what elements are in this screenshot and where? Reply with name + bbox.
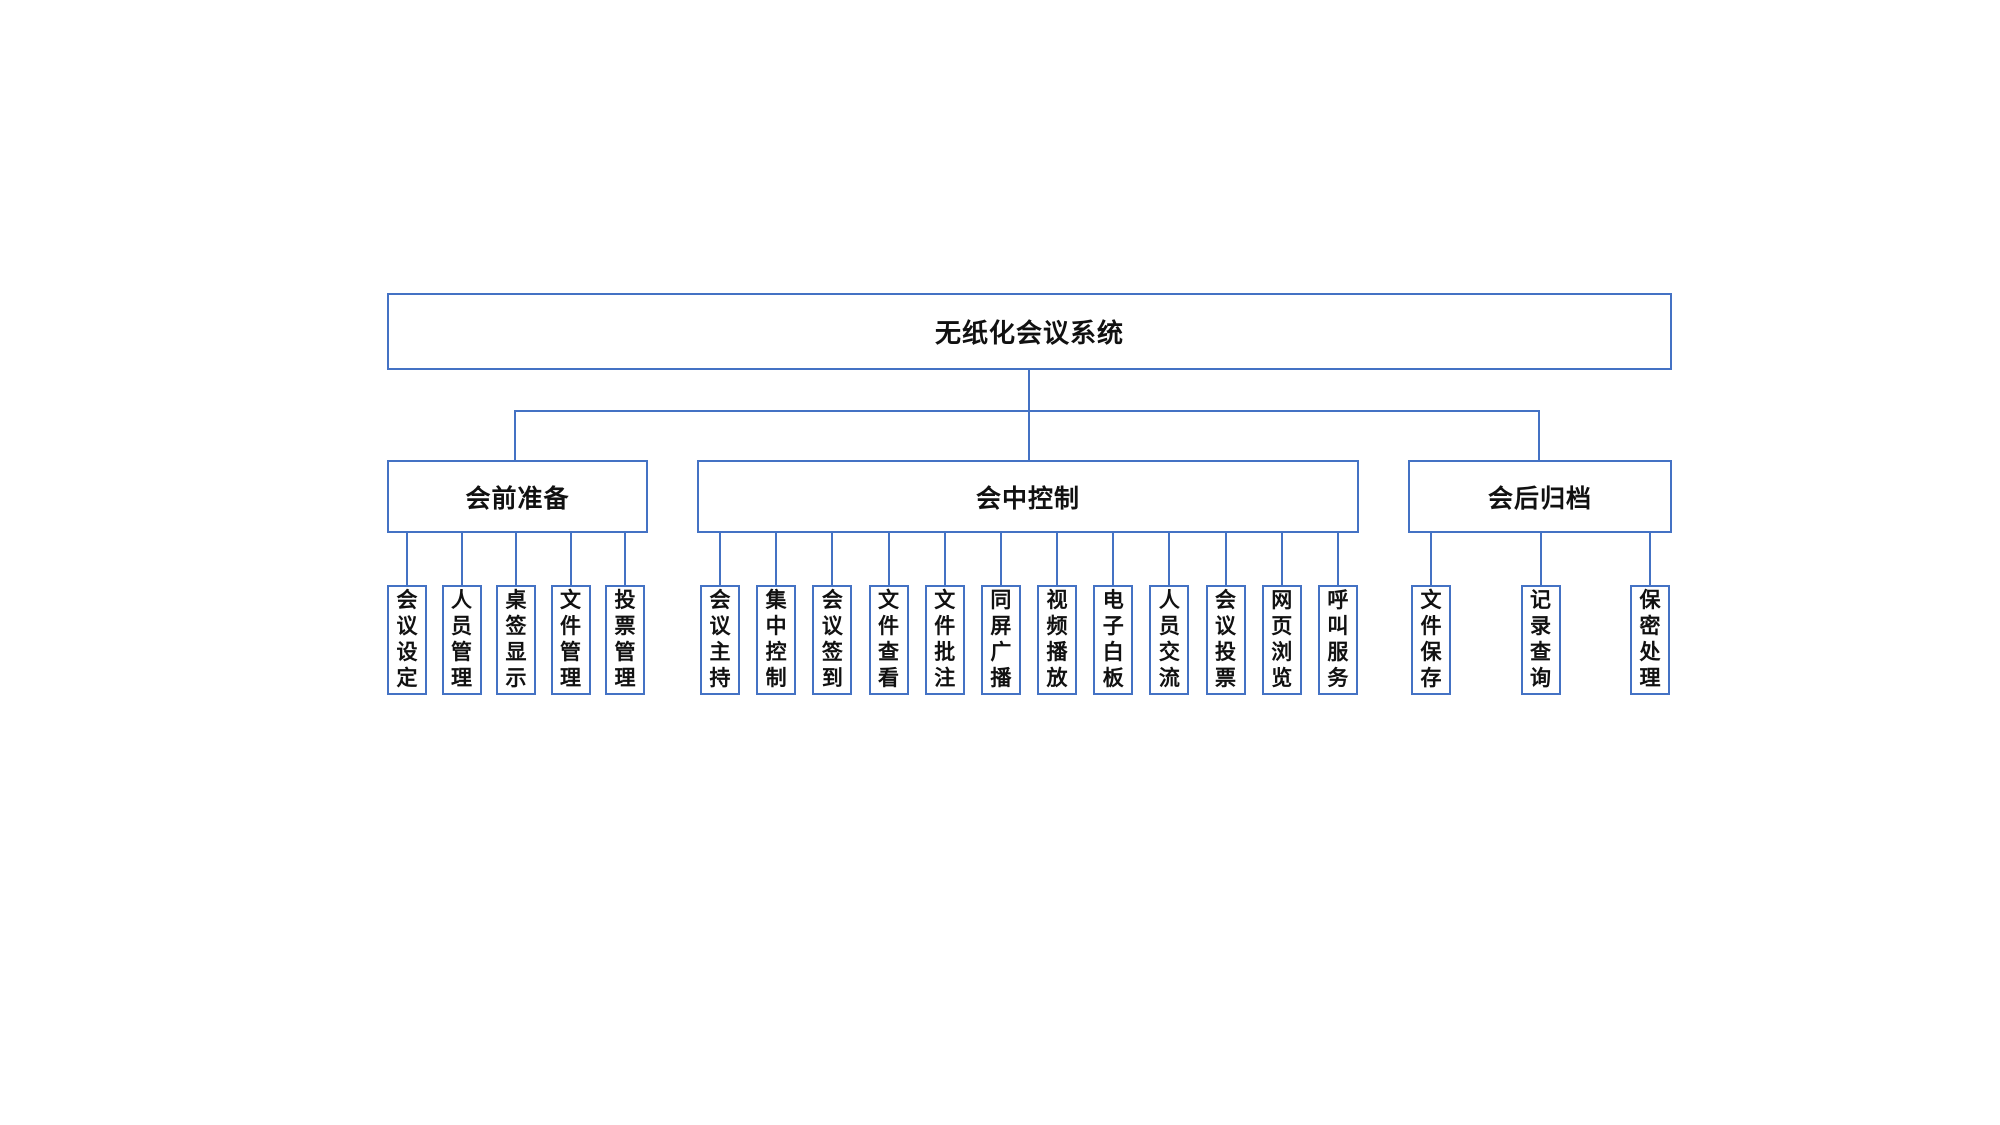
leaf-node-box: 会 议 设 定 bbox=[387, 585, 427, 695]
group-node-post-meeting: 会后归档 bbox=[1408, 460, 1672, 533]
group-node-pre-meeting: 会前准备 bbox=[387, 460, 648, 533]
leaf-row-pre-meeting: 会 议 设 定人 员 管 理桌 签 显 示文 件 管 理投 票 管 理 bbox=[387, 533, 645, 695]
leaf-connector bbox=[1168, 533, 1171, 585]
leaf-node-box: 同 屏 广 播 bbox=[980, 585, 1021, 695]
connector-horizontal bbox=[514, 410, 1540, 412]
leaf-node: 文 件 批 注 bbox=[924, 533, 965, 695]
leaf-node: 文 件 查 看 bbox=[868, 533, 909, 695]
group-node-label: 会后归档 bbox=[1487, 484, 1592, 513]
leaf-node: 桌 签 显 示 bbox=[496, 533, 536, 695]
leaf-connector bbox=[1649, 533, 1651, 585]
leaf-connector bbox=[406, 533, 408, 585]
leaf-node: 同 屏 广 播 bbox=[980, 533, 1021, 695]
leaf-connector bbox=[624, 533, 626, 585]
leaf-node: 会 议 主 持 bbox=[700, 533, 740, 695]
leaf-node-box: 文 件 查 看 bbox=[868, 585, 909, 695]
leaf-connector bbox=[515, 533, 517, 585]
leaf-node: 会 议 投 票 bbox=[1205, 533, 1246, 695]
leaf-node-box: 网 页 浏 览 bbox=[1261, 585, 1302, 695]
leaf-connector bbox=[1056, 533, 1059, 585]
group-node-label: 会中控制 bbox=[975, 484, 1080, 513]
leaf-connector bbox=[569, 533, 572, 585]
leaf-node-box: 桌 签 显 示 bbox=[496, 585, 536, 695]
leaf-node-box: 视 频 播 放 bbox=[1037, 585, 1078, 695]
leaf-node: 人 员 交 流 bbox=[1149, 533, 1190, 695]
leaf-node: 视 频 播 放 bbox=[1037, 533, 1078, 695]
leaf-node-box: 文 件 管 理 bbox=[550, 585, 591, 695]
group-node-in-meeting: 会中控制 bbox=[697, 460, 1359, 533]
leaf-node: 人 员 管 理 bbox=[441, 533, 482, 695]
leaf-connector bbox=[1112, 533, 1115, 585]
leaf-node-box: 人 员 管 理 bbox=[441, 585, 482, 695]
leaf-node-box: 记 录 查 询 bbox=[1520, 585, 1561, 695]
leaf-connector bbox=[999, 533, 1002, 585]
leaf-node-box: 文 件 保 存 bbox=[1411, 585, 1451, 695]
leaf-node: 文 件 保 存 bbox=[1411, 533, 1451, 695]
leaf-node-box: 会 议 主 持 bbox=[700, 585, 740, 695]
leaf-connector bbox=[1280, 533, 1283, 585]
leaf-connector bbox=[1539, 533, 1542, 585]
leaf-connector bbox=[1430, 533, 1432, 585]
leaf-node: 集 中 控 制 bbox=[756, 533, 797, 695]
leaf-node-box: 集 中 控 制 bbox=[756, 585, 797, 695]
leaf-node-box: 文 件 批 注 bbox=[924, 585, 965, 695]
leaf-node: 记 录 查 询 bbox=[1520, 533, 1561, 695]
leaf-connector bbox=[887, 533, 890, 585]
leaf-node: 网 页 浏 览 bbox=[1261, 533, 1302, 695]
connector-right-vertical bbox=[1538, 410, 1540, 460]
root-node: 无纸化会议系统 bbox=[387, 293, 1672, 370]
leaf-node: 文 件 管 理 bbox=[550, 533, 591, 695]
leaf-node-box: 会 议 签 到 bbox=[812, 585, 853, 695]
leaf-connector bbox=[1224, 533, 1227, 585]
leaf-node: 会 议 设 定 bbox=[387, 533, 427, 695]
leaf-connector bbox=[831, 533, 834, 585]
leaf-node-box: 电 子 白 板 bbox=[1093, 585, 1134, 695]
leaf-node: 会 议 签 到 bbox=[812, 533, 853, 695]
leaf-connector bbox=[460, 533, 463, 585]
leaf-node-box: 人 员 交 流 bbox=[1149, 585, 1190, 695]
leaf-node-box: 投 票 管 理 bbox=[605, 585, 645, 695]
leaf-node: 呼 叫 服 务 bbox=[1317, 533, 1358, 695]
leaf-connector bbox=[775, 533, 778, 585]
connector-left-vertical bbox=[514, 410, 516, 460]
leaf-row-post-meeting: 文 件 保 存记 录 查 询保 密 处 理 bbox=[1411, 533, 1670, 695]
connector-root-vertical bbox=[1028, 370, 1030, 460]
leaf-node-box: 呼 叫 服 务 bbox=[1317, 585, 1358, 695]
leaf-connector bbox=[943, 533, 946, 585]
leaf-node: 投 票 管 理 bbox=[605, 533, 645, 695]
leaf-node: 保 密 处 理 bbox=[1630, 533, 1670, 695]
root-node-label: 无纸化会议系统 bbox=[934, 318, 1124, 348]
leaf-node: 电 子 白 板 bbox=[1093, 533, 1134, 695]
leaf-connector bbox=[1336, 533, 1339, 585]
leaf-node-box: 会 议 投 票 bbox=[1205, 585, 1246, 695]
leaf-row-in-meeting: 会 议 主 持集 中 控 制会 议 签 到文 件 查 看文 件 批 注同 屏 广… bbox=[700, 533, 1358, 695]
leaf-node-box: 保 密 处 理 bbox=[1630, 585, 1670, 695]
group-node-label: 会前准备 bbox=[465, 484, 570, 513]
leaf-connector bbox=[719, 533, 721, 585]
